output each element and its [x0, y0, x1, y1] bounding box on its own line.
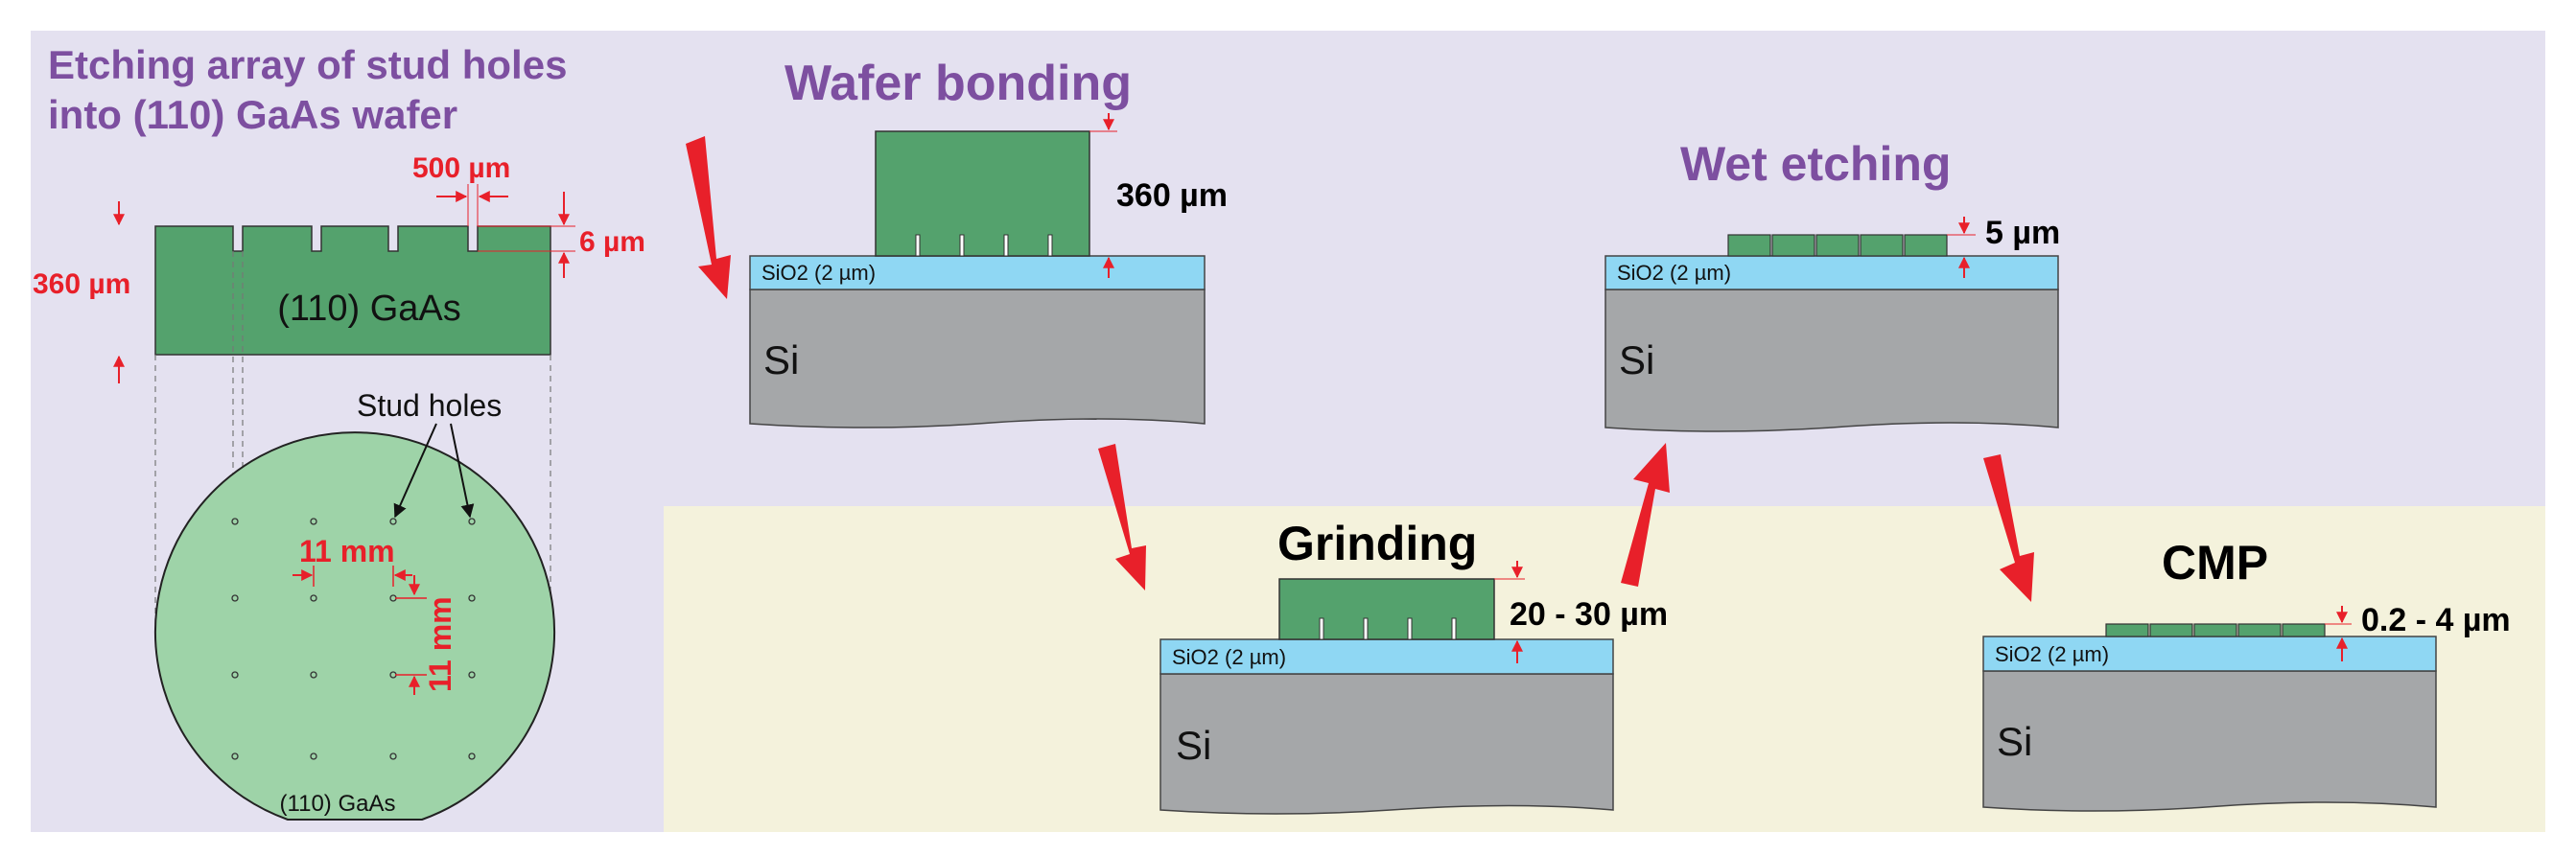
- disc-label: (110) GaAs: [280, 791, 396, 817]
- step-grinding: Grinding Si SiO2 (2 µm) 20 - 30 µm: [1159, 517, 1668, 815]
- cmp-thickness-label: 0.2 - 4 µm: [2361, 602, 2511, 638]
- grinding-title: Grinding: [1277, 517, 1477, 570]
- gaas-island: [1771, 234, 1815, 257]
- cmp-sio2-label: SiO2 (2 µm): [1995, 642, 2109, 666]
- cmp-title: CMP: [2162, 536, 2268, 590]
- wet-thickness-label: 5 µm: [1985, 215, 2060, 251]
- process-arrows: [686, 136, 2034, 602]
- gaas-island: [2193, 623, 2237, 637]
- stud-hole: [231, 671, 239, 679]
- grinding-stud-holes: [1319, 617, 1457, 640]
- stud-holes-label: Stud holes: [357, 388, 502, 423]
- cmp-sio2-layer: [1982, 636, 2437, 672]
- stud-hole: [231, 752, 239, 760]
- wet-si-label: Si: [1619, 337, 1654, 382]
- grinding-si-substrate: [1159, 673, 1614, 815]
- stud-hole: [1319, 617, 1324, 640]
- stud-hole: [231, 518, 239, 525]
- grinding-gaas-block: [1278, 578, 1495, 640]
- stud-hole: [1407, 617, 1413, 640]
- stud-hole: [959, 234, 965, 257]
- bonding-sio2-label: SiO2 (2 µm): [761, 261, 876, 285]
- cmp-si-substrate: [1982, 670, 2437, 812]
- step1-title-line1: Etching array of stud holes: [48, 42, 567, 87]
- stud-hole: [389, 752, 397, 760]
- dim-thickness-label: 360 µm: [33, 268, 130, 300]
- grinding-sio2-layer: [1159, 638, 1614, 675]
- wet-sio2-label: SiO2 (2 µm): [1617, 261, 1731, 285]
- bonding-title: Wafer bonding: [785, 56, 1132, 111]
- stud-hole: [468, 752, 476, 760]
- stud-hole-grid: [231, 518, 476, 760]
- arrow-to-grinding: [1098, 444, 1146, 590]
- stud-holes-pointer-2: [450, 423, 475, 519]
- gaas-island: [2282, 623, 2326, 637]
- pitch-y-label: 11 mm: [423, 596, 457, 692]
- gaas-block-label: (110) GaAs: [277, 289, 460, 329]
- grinding-sio2-label: SiO2 (2 µm): [1172, 645, 1286, 669]
- stud-hole: [231, 594, 239, 602]
- step1-title-line2: into (110) GaAs wafer: [48, 92, 457, 137]
- bonding-si-substrate: [749, 289, 1206, 428]
- stud-hole: [1003, 234, 1009, 257]
- gaas-island: [1815, 234, 1860, 257]
- gaas-island: [2237, 623, 2282, 637]
- stud-hole: [1451, 617, 1457, 640]
- stud-hole: [1363, 617, 1369, 640]
- step-wafer-bonding: Wafer bonding Si SiO2 (2 µm) 360 µm: [749, 56, 1228, 428]
- gaas-island: [1860, 234, 1904, 257]
- bonding-thickness-label: 360 µm: [1116, 177, 1228, 214]
- stud-hole: [468, 594, 476, 602]
- cmp-si-label: Si: [1997, 719, 2032, 764]
- stud-hole: [468, 518, 476, 525]
- gaas-wafer-disc: [154, 431, 555, 821]
- step-etching-stud-holes: Etching array of stud holes into (110) G…: [33, 42, 645, 821]
- dim-gap-label: 500 µm: [412, 152, 510, 184]
- bonding-sio2-layer: [749, 255, 1206, 290]
- grinding-si-label: Si: [1176, 723, 1211, 768]
- gaas-island: [1727, 234, 1771, 257]
- stud-hole: [468, 671, 476, 679]
- stud-hole: [915, 234, 921, 257]
- grinding-thickness-label: 20 - 30 µm: [1510, 596, 1668, 633]
- stud-hole: [310, 594, 317, 602]
- dim-depth-label: 6 µm: [579, 226, 645, 258]
- bonding-si-label: Si: [763, 337, 799, 382]
- wet-gaas-islands: [1727, 234, 1948, 257]
- arrow-to-bonding: [686, 136, 731, 299]
- wet-title: Wet etching: [1680, 137, 1951, 191]
- stud-hole: [310, 518, 317, 525]
- bonding-stud-holes: [915, 234, 1053, 257]
- step-wet-etching: Wet etching Si SiO2 (2 µm) 5 µm: [1604, 137, 2060, 432]
- stud-hole: [310, 752, 317, 760]
- bonding-gaas-block: [875, 130, 1090, 257]
- gaas-island: [2149, 623, 2193, 637]
- arrow-to-wet-etching: [1621, 443, 1670, 587]
- stud-hole: [310, 671, 317, 679]
- stud-hole: [389, 518, 397, 525]
- wet-si-substrate: [1604, 289, 2059, 432]
- gaas-island: [1904, 234, 1948, 257]
- arrow-to-cmp: [1983, 454, 2034, 602]
- pitch-x-label: 11 mm: [299, 534, 395, 568]
- gaas-island: [2105, 623, 2149, 637]
- cmp-gaas-islands: [2105, 623, 2326, 637]
- stud-hole: [1047, 234, 1053, 257]
- stud-holes-pointer-1: [393, 423, 437, 519]
- step-cmp: CMP Si SiO2 (2 µm) 0.2 - 4 µm: [1982, 536, 2511, 812]
